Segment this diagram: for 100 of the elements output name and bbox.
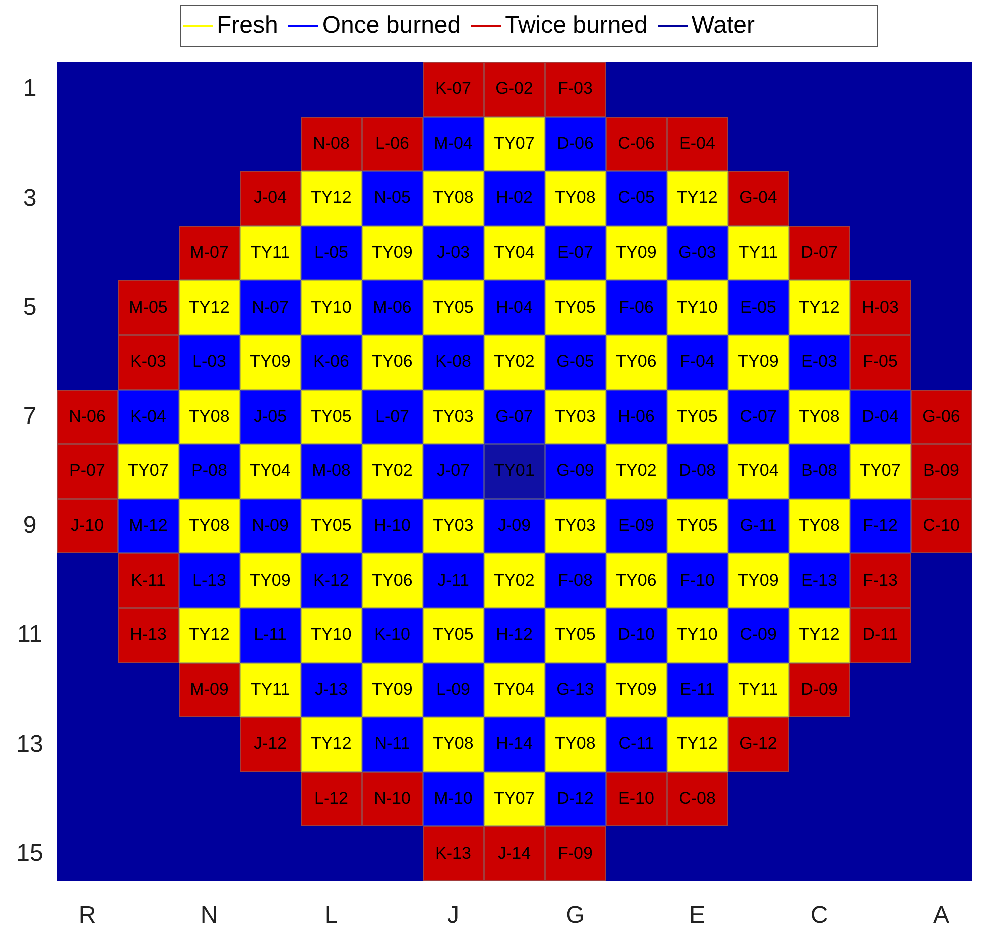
fuel-assembly-cell: K-12 — [301, 553, 362, 608]
fuel-assembly-cell: TY04 — [484, 662, 545, 718]
fuel-assembly-cell: TY08 — [179, 498, 240, 554]
fuel-assembly-cell: TY03 — [545, 390, 606, 444]
fuel-assembly-cell: G-07 — [484, 390, 545, 444]
fuel-assembly-cell: TY09 — [240, 553, 301, 608]
fuel-assembly-cell: N-09 — [240, 498, 301, 554]
fuel-assembly-cell: D-08 — [667, 444, 728, 499]
column-letter: R — [78, 904, 98, 928]
fuel-assembly-cell: TY06 — [606, 335, 667, 390]
fuel-assembly-cell: TY07 — [118, 444, 179, 499]
column-letter: J — [446, 904, 460, 928]
fuel-assembly-cell: TY09 — [728, 553, 789, 608]
fuel-assembly-cell: C-11 — [606, 717, 667, 772]
fuel-assembly-cell: D-04 — [850, 390, 911, 444]
fuel-assembly-cell: TY10 — [301, 608, 362, 663]
fuel-assembly-cell: G-03 — [667, 226, 728, 280]
fuel-assembly-cell: TY02 — [484, 553, 545, 608]
fuel-assembly-cell: TY03 — [545, 498, 606, 554]
fuel-assembly-cell: TY12 — [179, 280, 240, 335]
fuel-assembly-cell: TY05 — [667, 498, 728, 554]
fuel-assembly-cell: M-07 — [179, 226, 240, 280]
fuel-assembly-cell: TY05 — [423, 280, 484, 335]
fuel-assembly-cell: E-07 — [545, 226, 606, 280]
fuel-assembly-cell: TY12 — [789, 608, 850, 663]
fuel-assembly-cell: TY12 — [301, 717, 362, 772]
fuel-assembly-cell: F-12 — [850, 498, 911, 554]
fuel-assembly-cell: L-06 — [362, 116, 423, 172]
fuel-assembly-cell: TY09 — [728, 335, 789, 390]
fuel-assembly-cell: E-09 — [606, 498, 667, 554]
fuel-assembly-cell: G-02 — [484, 62, 545, 117]
fuel-assembly-cell: TY05 — [667, 390, 728, 444]
fuel-assembly-cell: TY03 — [423, 498, 484, 554]
fuel-assembly-cell: TY12 — [179, 608, 240, 663]
fuel-assembly-cell: E-04 — [667, 116, 728, 172]
fuel-assembly-cell: H-13 — [118, 608, 179, 663]
fuel-assembly-cell: M-06 — [362, 280, 423, 335]
fuel-assembly-cell: E-13 — [789, 553, 850, 608]
fuel-assembly-cell: F-10 — [667, 553, 728, 608]
fuel-assembly-cell: D-10 — [606, 608, 667, 663]
fuel-assembly-cell: J-13 — [301, 662, 362, 718]
fuel-assembly-cell: M-08 — [301, 444, 362, 499]
fuel-assembly-cell: E-05 — [728, 280, 789, 335]
fuel-assembly-cell: TY12 — [301, 171, 362, 226]
fuel-assembly-cell: K-07 — [423, 62, 484, 117]
row-number: 1 — [22, 77, 38, 102]
fuel-assembly-cell: TY12 — [667, 171, 728, 226]
fuel-assembly-cell: TY08 — [423, 171, 484, 226]
fuel-assembly-cell: E-03 — [789, 335, 850, 390]
fuel-assembly-cell: K-03 — [118, 335, 179, 390]
fuel-assembly-cell: TY12 — [789, 280, 850, 335]
fuel-assembly-cell: N-08 — [301, 116, 362, 172]
fuel-assembly-cell: TY02 — [484, 335, 545, 390]
fuel-assembly-cell: TY08 — [789, 390, 850, 444]
fuel-assembly-cell: D-09 — [789, 662, 850, 718]
fuel-assembly-cell: M-05 — [118, 280, 179, 335]
fuel-assembly-cell: L-12 — [301, 772, 362, 826]
fuel-assembly-cell: F-13 — [850, 553, 911, 608]
fuel-assembly-cell: C-07 — [728, 390, 789, 444]
legend-label: Twice burned — [505, 12, 648, 40]
fuel-assembly-cell: TY11 — [728, 226, 789, 280]
fuel-assembly-cell: H-04 — [484, 280, 545, 335]
fuel-assembly-cell: N-06 — [57, 390, 118, 444]
fuel-assembly-cell: K-13 — [423, 826, 484, 881]
fuel-assembly-cell: TY08 — [789, 498, 850, 554]
fuel-assembly-cell: G-04 — [728, 171, 789, 226]
fuel-assembly-cell: TY05 — [301, 390, 362, 444]
fuel-assembly-cell: TY09 — [362, 662, 423, 718]
fuel-assembly-cell: F-08 — [545, 553, 606, 608]
fuel-assembly-cell: TY06 — [606, 553, 667, 608]
fuel-assembly-cell: K-10 — [362, 608, 423, 663]
row-number: 3 — [22, 186, 38, 210]
fuel-assembly-cell: L-11 — [240, 608, 301, 663]
fuel-assembly-cell: L-13 — [179, 553, 240, 608]
fuel-assembly-cell: J-05 — [240, 390, 301, 444]
fuel-assembly-cell: M-09 — [179, 662, 240, 718]
fuel-assembly-cell: TY04 — [240, 444, 301, 499]
fuel-assembly-cell: TY04 — [484, 226, 545, 280]
column-letter: N — [200, 904, 220, 928]
fuel-assembly-cell: M-04 — [423, 116, 484, 172]
fuel-assembly-cell: M-12 — [118, 498, 179, 554]
fuel-assembly-cell: M-10 — [423, 772, 484, 826]
fuel-assembly-cell: K-06 — [301, 335, 362, 390]
fuel-assembly-cell: F-09 — [545, 826, 606, 881]
fuel-assembly-cell: G-12 — [728, 717, 789, 772]
column-letter: C — [810, 904, 830, 928]
fuel-assembly-cell: D-12 — [545, 772, 606, 826]
fuel-assembly-cell: J-11 — [423, 553, 484, 608]
fuel-assembly-cell: TY07 — [850, 444, 911, 499]
fuel-assembly-cell: TY02 — [606, 444, 667, 499]
fuel-assembly-cell: TY08 — [545, 171, 606, 226]
column-letter: A — [932, 904, 950, 928]
column-letter: G — [565, 904, 586, 928]
fuel-assembly-cell: TY08 — [423, 717, 484, 772]
row-number: 5 — [22, 296, 38, 320]
row-number: 11 — [16, 623, 44, 648]
legend-label: Water — [692, 12, 755, 40]
fuel-assembly-cell: J-03 — [423, 226, 484, 280]
fuel-assembly-cell: H-02 — [484, 171, 545, 226]
fuel-assembly-cell: K-04 — [118, 390, 179, 444]
